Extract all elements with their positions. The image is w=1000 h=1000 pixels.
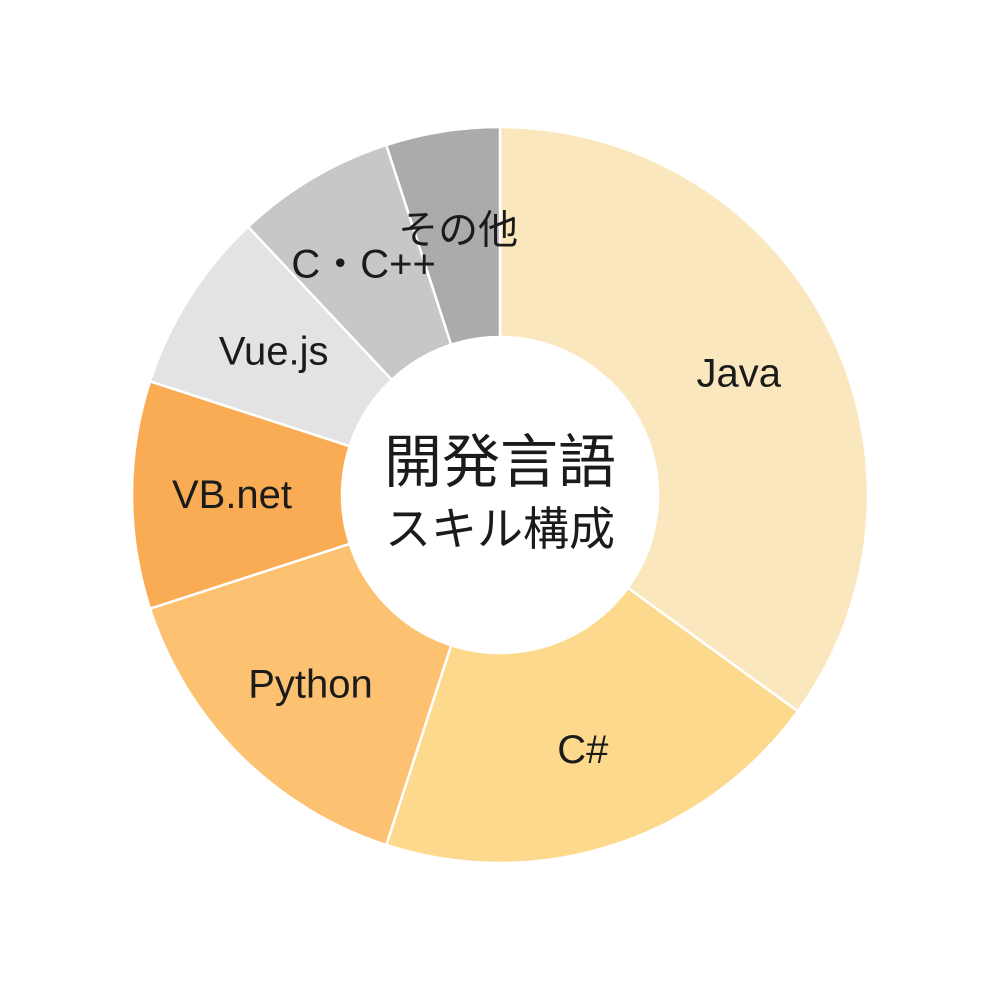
slice-label: Java [697,351,782,395]
chart-slice-java [498,125,870,713]
slice-label: C・C++ [291,242,436,286]
slice-label: その他 [398,208,518,252]
slice-label: Vue.js [219,329,329,373]
chart-slice-vb.net [130,380,351,610]
chart-center-title-line2: スキル構成 [385,503,615,555]
chart-slice-c# [385,586,799,865]
chart-slice- [385,125,502,346]
slice-label: Python [248,663,373,707]
slice-label: VB.net [172,473,292,517]
chart-center-title-line1: 開発言語 [384,430,616,495]
slice-label: C# [557,728,609,772]
chart-slice-python [148,542,453,847]
donut-slices-group [130,125,870,865]
